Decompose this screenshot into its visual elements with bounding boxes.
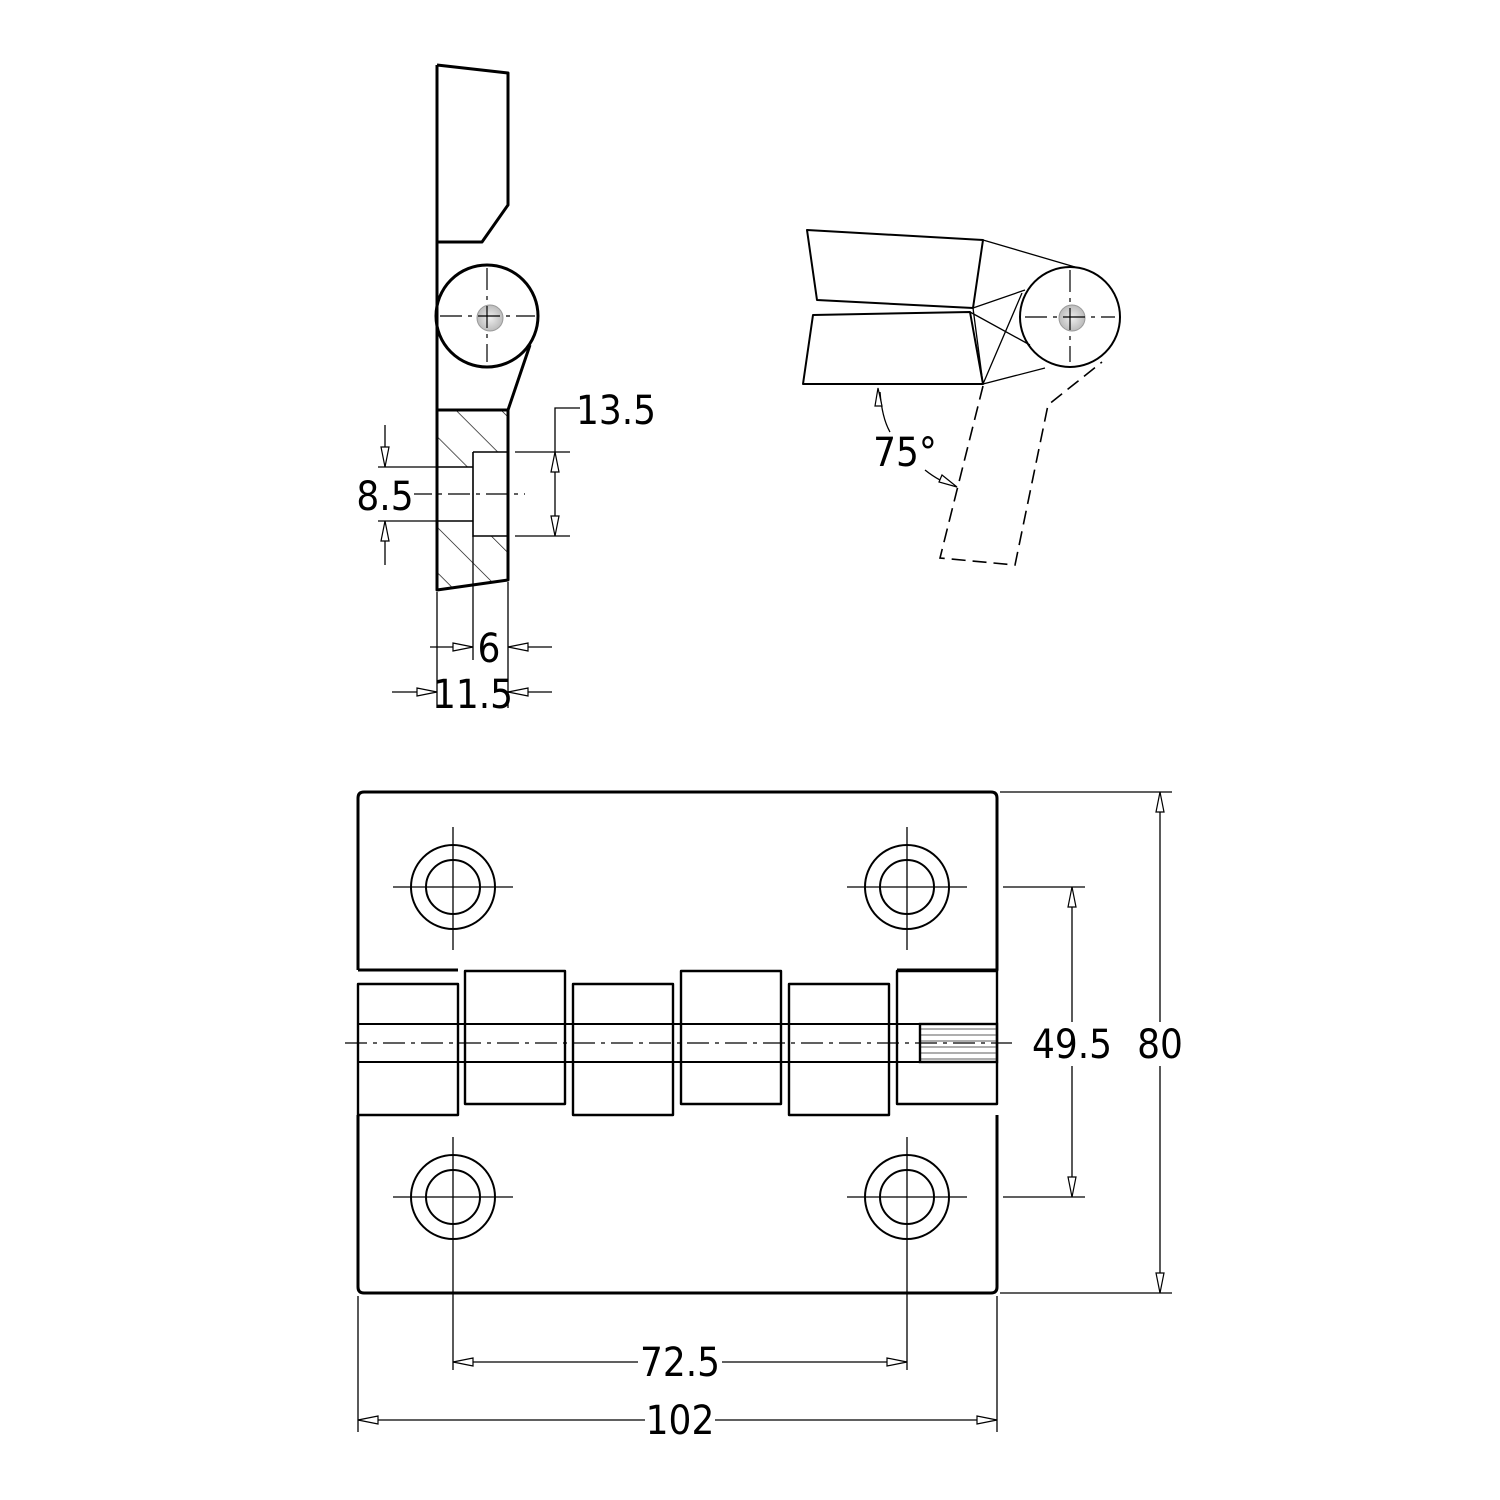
hole-bottom-right — [847, 1137, 967, 1370]
dim-hole-spacing-horizontal: 72.5 — [452, 1340, 908, 1386]
dim-thickness: 6 11.5 — [392, 536, 552, 718]
hole-top-left — [393, 827, 513, 950]
side-view: 8.5 13.5 6 11.5 — [356, 63, 656, 718]
side-section-hatch — [437, 410, 508, 590]
dim-counterbore-depth: 13.5 — [515, 388, 656, 537]
side-leaf-outline — [435, 63, 532, 592]
dim-label-6: 6 — [478, 626, 501, 672]
side-screw-icon — [476, 304, 504, 332]
side-knuckle — [434, 263, 540, 369]
hole-top-right — [847, 827, 967, 950]
hinge-pin — [358, 1023, 920, 1063]
knuckles — [356, 969, 999, 1117]
dim-label-80: 80 — [1137, 1022, 1183, 1068]
dim-label-102: 102 — [646, 1398, 715, 1444]
dim-hole-diameter: 8.5 — [356, 425, 437, 565]
dim-label-8-5: 8.5 — [356, 474, 413, 520]
dim-label-49-5: 49.5 — [1032, 1022, 1112, 1068]
upper-leaf — [806, 229, 984, 309]
dim-label-13-5: 13.5 — [576, 388, 656, 434]
dim-plate-height: 80 — [1000, 791, 1185, 1294]
dim-label-75-deg: 75° — [873, 430, 937, 476]
plate-outline — [356, 790, 999, 1295]
opening-knuckle — [1019, 266, 1121, 368]
dim-plate-width: 102 — [357, 1296, 998, 1444]
opening-angle-view: 75° — [802, 229, 1121, 566]
dim-hole-spacing-vertical: 49.5 — [1003, 886, 1114, 1198]
rotated-leaf-phantom — [938, 361, 1103, 566]
front-view: 49.5 80 72.5 102 — [345, 790, 1185, 1444]
hole-bottom-left — [393, 1137, 513, 1370]
dim-label-72-5: 72.5 — [640, 1340, 720, 1386]
lower-leaf — [802, 311, 984, 385]
opening-screw-icon — [1058, 304, 1086, 332]
dim-label-11-5: 11.5 — [433, 672, 513, 718]
mounting-holes — [393, 827, 967, 1370]
